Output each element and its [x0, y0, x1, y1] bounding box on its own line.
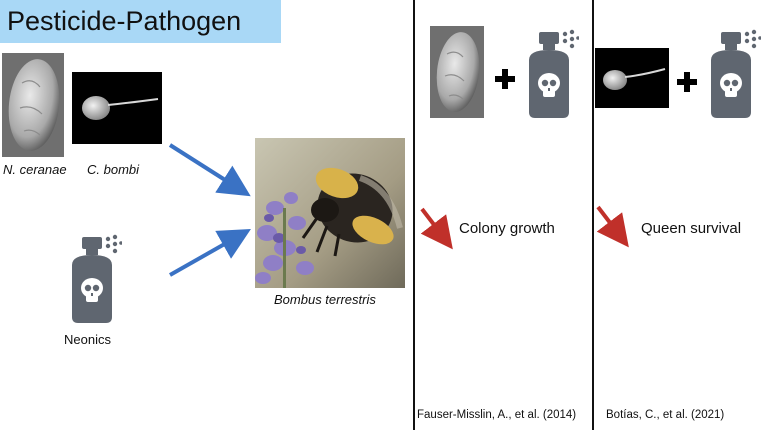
- blue-arrows: [168, 143, 251, 277]
- plus-icon: [677, 72, 697, 92]
- bumblebee-photo: [255, 138, 405, 288]
- study2-c-bombi-micrograph: [595, 48, 669, 108]
- bombus-terrestris-label: Bombus terrestris: [274, 292, 376, 307]
- study2-citation: Botías, C., et al. (2021): [606, 409, 725, 421]
- c-bombi-label: C. bombi: [87, 162, 140, 177]
- page-title: Pesticide-Pathogen: [0, 0, 281, 43]
- c-bombi-micrograph: [72, 72, 162, 144]
- pesticide-spray-skull-icon: [705, 28, 762, 120]
- study1-effect-label: Colony growth: [459, 220, 555, 237]
- divider-right: [592, 0, 594, 430]
- red-down-arrow: [596, 205, 629, 248]
- arrow-pathogen-to-bee: [168, 143, 251, 197]
- study1-n-ceranae-micrograph: [430, 26, 484, 118]
- n-ceranae-label: N. ceranae: [3, 162, 67, 177]
- pesticide-spray-skull-icon: [523, 28, 580, 120]
- neonics-label: Neonics: [64, 332, 111, 347]
- arrow-pesticide-to-bee: [169, 229, 251, 277]
- pesticide-spray-skull-icon: [66, 233, 123, 325]
- red-down-arrow: [420, 207, 453, 250]
- study1-citation: Fauser-Misslin, A., et al. (2014): [417, 409, 577, 421]
- n-ceranae-micrograph: [2, 53, 64, 157]
- study2-effect-label: Queen survival: [641, 220, 742, 237]
- plus-icon: [495, 69, 515, 89]
- divider-left: [413, 0, 415, 430]
